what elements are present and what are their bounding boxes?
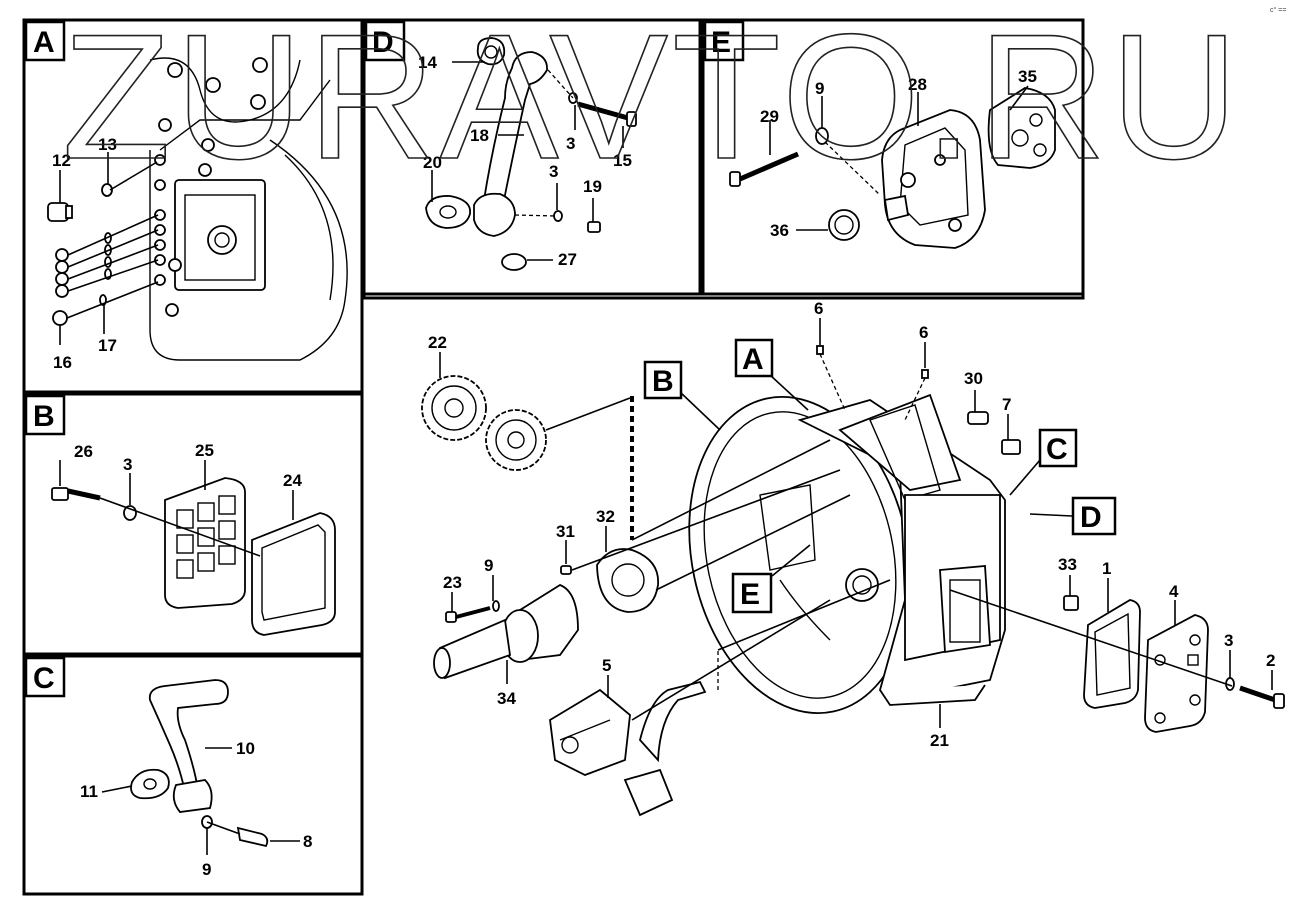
svg-text:33: 33 <box>1058 555 1077 574</box>
svg-text:9: 9 <box>815 79 824 98</box>
svg-text:17: 17 <box>98 336 117 355</box>
callout-d: D <box>1071 496 1117 536</box>
panel-d-drawing: 14 18 3 15 20 3 19 27 <box>418 37 637 271</box>
panel-c-drawing: 10 11 9 8 <box>80 679 312 879</box>
svg-text:7: 7 <box>1002 395 1011 414</box>
svg-text:C: C <box>1046 433 1068 466</box>
callout-b: B <box>643 360 683 400</box>
panel-b-tag: B <box>24 394 66 436</box>
panel-a-tag: A <box>24 20 66 62</box>
panel-a-frame <box>22 18 364 394</box>
watermark: ZURAVTO.RU <box>62 0 1243 196</box>
panel-b-frame <box>22 392 364 656</box>
svg-text:22: 22 <box>428 333 447 352</box>
panel-e-tag: E <box>703 20 745 62</box>
svg-text:5: 5 <box>602 656 611 675</box>
svg-text:9: 9 <box>202 860 211 879</box>
svg-text:20: 20 <box>423 153 442 172</box>
svg-text:10: 10 <box>236 739 255 758</box>
svg-text:D: D <box>1080 501 1102 534</box>
svg-text:32: 32 <box>596 507 615 526</box>
svg-text:19: 19 <box>583 177 602 196</box>
svg-text:25: 25 <box>195 441 214 460</box>
svg-text:6: 6 <box>919 323 928 342</box>
svg-text:E: E <box>711 26 731 59</box>
svg-text:A: A <box>742 343 764 376</box>
panel-d-tag: D <box>364 20 406 62</box>
svg-text:35: 35 <box>1018 67 1037 86</box>
svg-text:C: C <box>33 662 55 695</box>
svg-text:13: 13 <box>98 135 117 154</box>
svg-text:24: 24 <box>283 471 302 490</box>
callout-a: A <box>734 338 774 378</box>
svg-text:23: 23 <box>443 573 462 592</box>
svg-text:12: 12 <box>52 151 71 170</box>
main-area-top-edge <box>362 294 1085 300</box>
corner-mark: c° == <box>1270 6 1286 14</box>
panel-c-frame <box>22 654 364 896</box>
panel-c-tag: C <box>24 656 66 698</box>
svg-text:3: 3 <box>1224 631 1233 650</box>
svg-text:15: 15 <box>613 151 632 170</box>
main-assembly-drawing: A B C D E 6 6 30 7 22 31 32 23 9 34 33 1… <box>421 299 1285 817</box>
svg-text:4: 4 <box>1169 582 1179 601</box>
svg-text:E: E <box>740 578 760 611</box>
svg-text:1: 1 <box>1102 559 1111 578</box>
svg-text:26: 26 <box>74 442 93 461</box>
callout-e: E <box>731 572 773 614</box>
panel-b-drawing: 26 3 25 24 <box>51 441 336 636</box>
svg-text:30: 30 <box>964 369 983 388</box>
svg-text:11: 11 <box>80 782 98 801</box>
panel-e-frame <box>701 18 1085 296</box>
svg-text:2: 2 <box>1266 651 1275 670</box>
svg-text:8: 8 <box>303 832 312 851</box>
panel-a-drawing: 12 13 16 17 <box>47 57 348 372</box>
callout-c: C <box>1038 428 1078 468</box>
svg-text:28: 28 <box>908 75 927 94</box>
svg-text:27: 27 <box>558 250 577 269</box>
svg-text:14: 14 <box>418 53 437 72</box>
panel-d-frame <box>362 18 702 296</box>
svg-text:9: 9 <box>484 556 493 575</box>
svg-text:3: 3 <box>566 134 575 153</box>
panel-e-drawing: 9 28 35 29 36 <box>729 67 1056 249</box>
svg-text:B: B <box>652 365 674 398</box>
svg-text:31: 31 <box>556 522 575 541</box>
svg-text:A: A <box>33 26 55 59</box>
svg-text:36: 36 <box>770 221 789 240</box>
svg-text:B: B <box>33 400 55 433</box>
svg-text:29: 29 <box>760 107 779 126</box>
svg-text:3: 3 <box>549 162 558 181</box>
svg-text:D: D <box>372 26 394 59</box>
svg-text:18: 18 <box>470 126 489 145</box>
svg-text:34: 34 <box>497 689 516 708</box>
svg-text:3: 3 <box>123 455 132 474</box>
svg-text:16: 16 <box>53 353 72 372</box>
svg-text:6: 6 <box>814 299 823 318</box>
svg-text:21: 21 <box>930 731 949 750</box>
